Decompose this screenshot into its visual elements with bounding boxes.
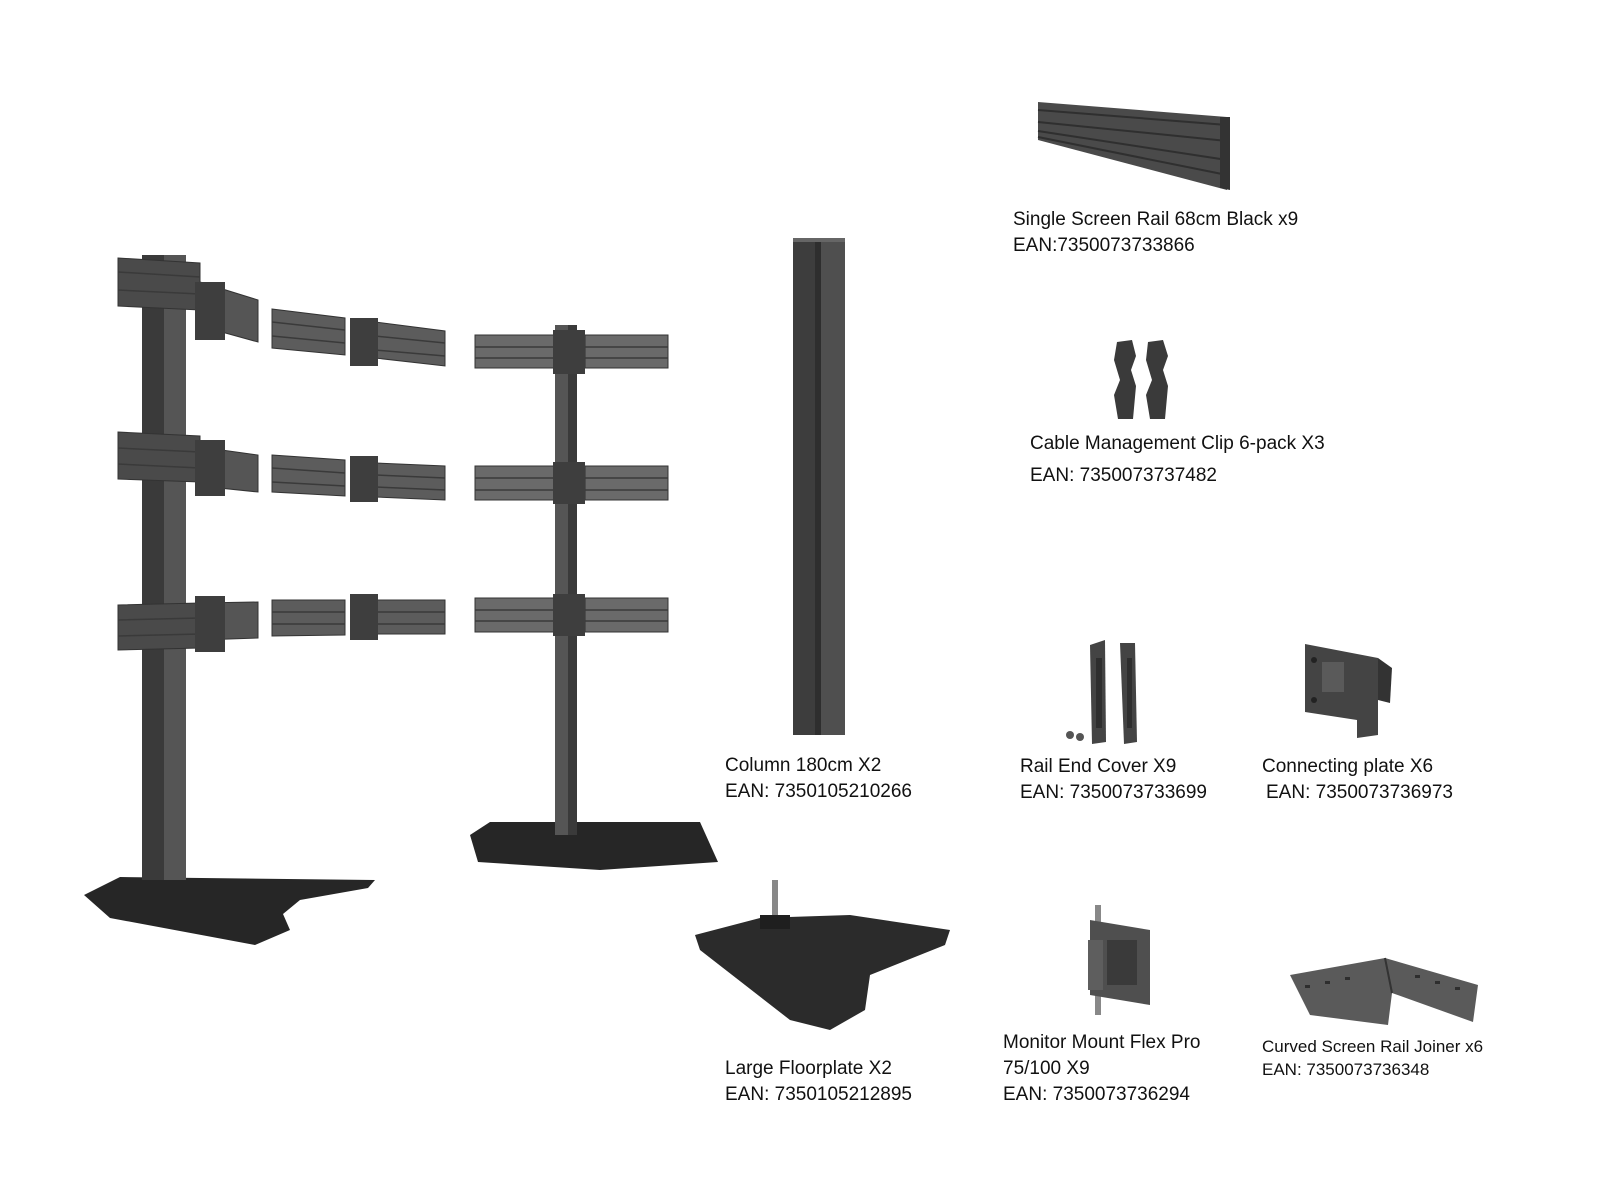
- floorplate-caption: Large Floorplate X2 EAN: 7350105212895: [725, 1056, 912, 1108]
- joiner-caption: Curved Screen Rail Joiner x6 EAN: 735007…: [1262, 1035, 1483, 1081]
- column-ean: EAN: 7350105210266: [725, 781, 912, 802]
- floorplate-ean: EAN: 7350105212895: [725, 1084, 912, 1105]
- floorplate-image: [695, 880, 950, 1030]
- assembled-stand-image: [84, 255, 718, 945]
- monitor-mount-image: [1088, 905, 1150, 1015]
- column-name: Column 180cm X2: [725, 755, 882, 776]
- column-caption: Column 180cm X2 EAN: 7350105210266: [725, 753, 912, 805]
- monitor-mount-name-line2: 75/100 X9: [1003, 1058, 1090, 1079]
- end-cover-ean: EAN: 7350073733699: [1020, 782, 1207, 803]
- connecting-plate-image: [1305, 644, 1392, 738]
- clip-image: [1114, 340, 1168, 419]
- end-cover-image: [1066, 640, 1137, 744]
- joiner-ean: EAN: 7350073736348: [1262, 1060, 1430, 1079]
- rail-caption: Single Screen Rail 68cm Black x9 EAN:735…: [1013, 207, 1298, 259]
- connecting-plate-ean: EAN: 7350073736973: [1266, 782, 1453, 803]
- column-image: [793, 238, 845, 735]
- rail-image: [1037, 102, 1230, 190]
- connecting-plate-name: Connecting plate X6: [1262, 756, 1434, 777]
- clip-ean: EAN: 7350073737482: [1030, 465, 1217, 486]
- clip-caption: Cable Management Clip 6-pack X3 EAN: 735…: [1030, 431, 1325, 489]
- joiner-name: Curved Screen Rail Joiner x6: [1262, 1037, 1484, 1056]
- floorplate-name: Large Floorplate X2: [725, 1058, 892, 1079]
- monitor-mount-caption: Monitor Mount Flex Pro 75/100 X9 EAN: 73…: [1003, 1030, 1200, 1108]
- clip-name: Cable Management Clip 6-pack X3: [1030, 433, 1325, 454]
- end-cover-caption: Rail End Cover X9 EAN: 7350073733699: [1020, 754, 1207, 806]
- rail-ean: EAN:7350073733866: [1013, 235, 1195, 256]
- monitor-mount-name-line1: Monitor Mount Flex Pro: [1003, 1032, 1201, 1053]
- rail-name: Single Screen Rail 68cm Black x9: [1013, 209, 1299, 230]
- monitor-mount-ean: EAN: 7350073736294: [1003, 1084, 1190, 1105]
- connecting-plate-caption: Connecting plate X6 EAN: 7350073736973: [1262, 754, 1453, 806]
- end-cover-name: Rail End Cover X9: [1020, 756, 1177, 777]
- joiner-image: [1290, 957, 1478, 1025]
